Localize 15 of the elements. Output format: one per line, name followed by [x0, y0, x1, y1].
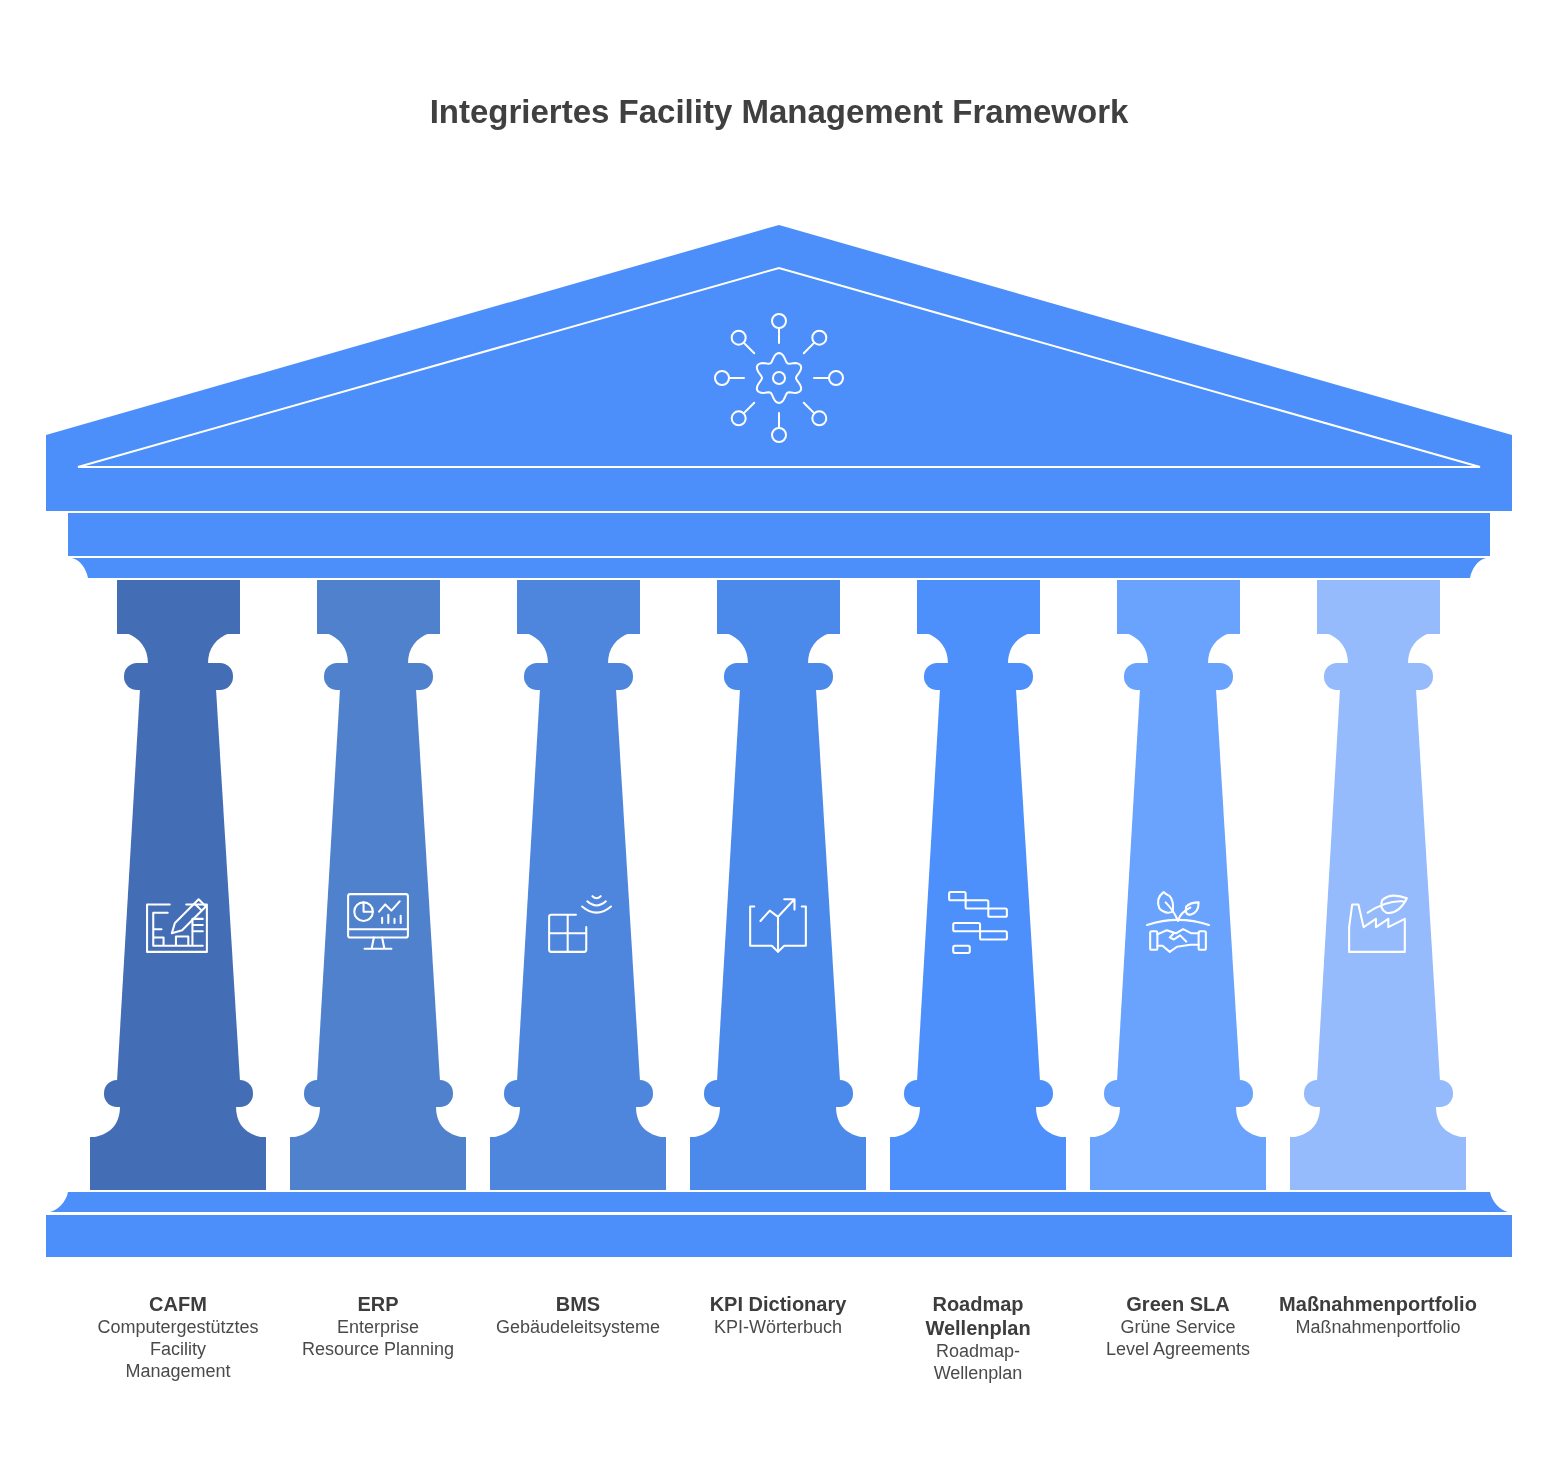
- pillar-description: Roadmap-Wellenplan: [932, 1340, 1024, 1384]
- pillar-description: Enterprise Resource Planning: [300, 1316, 456, 1360]
- title: Integriertes Facility Management Framework: [429, 92, 1129, 132]
- pillar-title: Roadmap Wellenplan: [924, 1292, 1032, 1340]
- pillar-title: KPI Dictionary: [709, 1292, 847, 1316]
- pillar-title: Maßnahmenportfolio: [1279, 1292, 1477, 1316]
- pillar-description: Grüne Service Level Agreements: [1104, 1316, 1252, 1360]
- pillar-title: BMS: [555, 1292, 601, 1316]
- pillar-title: CAFM: [149, 1292, 207, 1316]
- pillar-description: Computergestütztes Facility Management: [96, 1316, 260, 1382]
- pillar-description: Gebäudeleitsysteme: [495, 1316, 661, 1338]
- pillar-title: ERP: [357, 1292, 399, 1316]
- pillar-description: KPI-Wörterbuch: [713, 1316, 842, 1338]
- pillar-title: Green SLA: [1126, 1292, 1230, 1316]
- pillar-description: Maßnahmenportfolio: [1295, 1316, 1461, 1338]
